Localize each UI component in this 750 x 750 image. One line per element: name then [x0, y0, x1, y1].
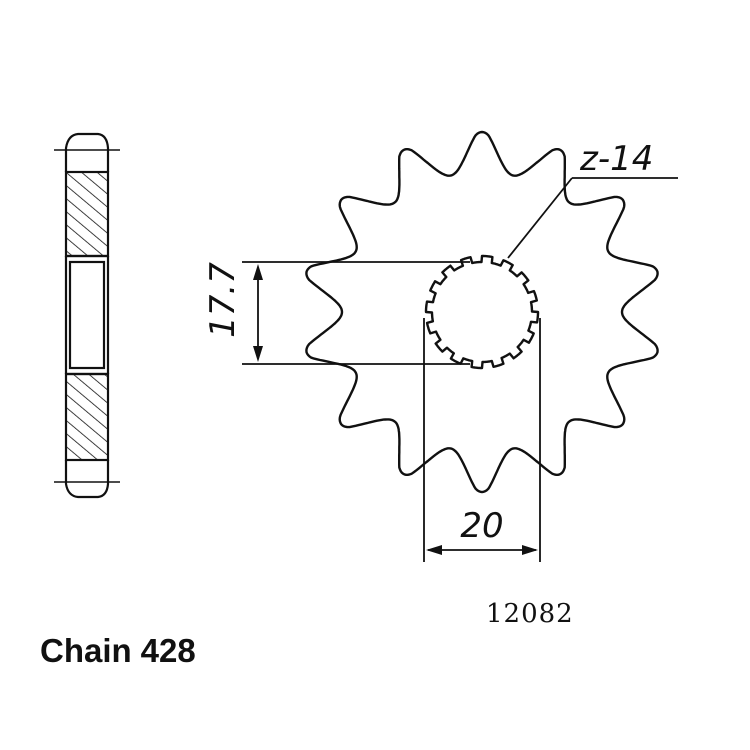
teeth-count-label: z-14	[579, 139, 653, 179]
side-view-bore	[68, 260, 106, 370]
side-view-upper-hatch	[64, 170, 110, 258]
width-dimension-label: 20	[460, 506, 503, 546]
side-section-view	[54, 132, 120, 499]
height-dimension-label: 17.7	[203, 262, 243, 338]
side-view-lower-hatch	[64, 372, 110, 462]
sprocket-outline	[305, 130, 659, 494]
chain-label: Chain	[40, 632, 132, 669]
side-view-upper-tip	[64, 132, 110, 172]
dimension-lines	[242, 177, 678, 562]
chain-size: 428	[140, 632, 196, 669]
side-view-lower-tip	[64, 460, 110, 499]
part-number: 12082	[486, 599, 574, 629]
splined-bore	[424, 254, 540, 370]
